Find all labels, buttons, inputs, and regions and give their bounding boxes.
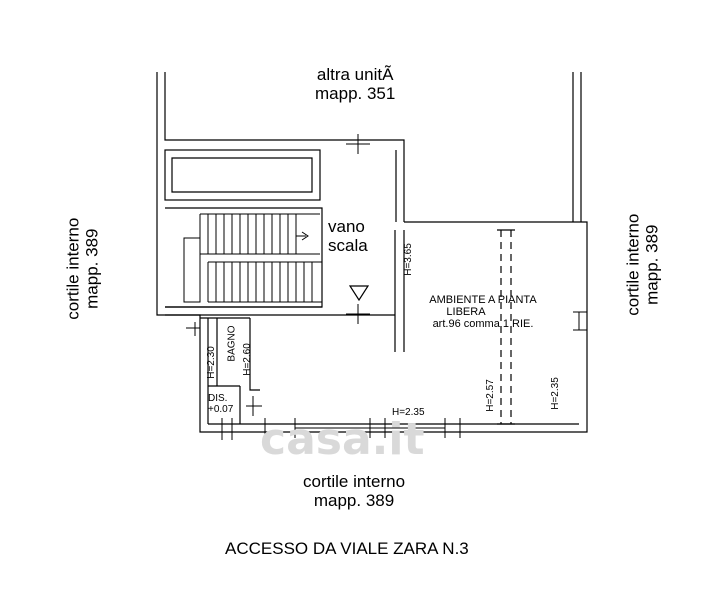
stair-wall <box>165 207 323 308</box>
right-court-line1: cortile interno <box>623 213 643 316</box>
room-line1: AMBIENTE A PIANTA <box>429 294 537 306</box>
dashed-beams <box>500 230 512 424</box>
stair-label: vano scala <box>328 217 368 255</box>
height-2-35-bottom: H=2.35 <box>392 407 425 418</box>
stair-wall-right <box>380 139 405 222</box>
bottom-court-line1: cortile interno <box>303 472 406 491</box>
bath-label: BAGNO <box>226 325 238 362</box>
openings <box>186 311 587 440</box>
top-neighbor-line2: mapp. 351 <box>315 83 396 103</box>
left-court-line1: cortile interno <box>63 217 83 320</box>
height-3-65: H=3.65 <box>402 243 414 276</box>
height-2-30: H=2.30 <box>205 346 217 379</box>
landing-arrow <box>348 285 370 302</box>
stair-line1: vano <box>328 217 365 236</box>
stair-box-top <box>164 149 321 201</box>
left-court-label: cortile interno mapp. 389 <box>63 204 101 334</box>
right-court-line2: mapp. 389 <box>642 224 661 305</box>
right-court-label: cortile interno mapp. 389 <box>623 200 661 330</box>
height-2-35-right: H=2.35 <box>549 377 561 410</box>
room-line3: art.96 comma 1 RIE. <box>432 318 534 331</box>
door-marks <box>246 134 370 416</box>
height-2-57: H=2.57 <box>484 379 496 412</box>
bottom-court-label: cortile interno mapp. 389 <box>303 472 406 510</box>
watermark: casa.it <box>260 414 425 465</box>
wall-left-inner <box>164 72 380 141</box>
room-label: AMBIENTE A PIANTA LIBERA art.96 comma 1 … <box>408 294 558 330</box>
stair-line2: scala <box>328 235 368 255</box>
left-court-line2: mapp. 389 <box>82 228 101 309</box>
stair-treads <box>183 213 322 303</box>
wall-bottom-outer <box>262 221 588 433</box>
height-2-60: H=2.60 <box>241 343 253 376</box>
stair-box-top-inner <box>171 157 313 193</box>
access-label: ACCESSO DA VIALE ZARA N.3 <box>225 539 469 558</box>
dis-line2: +0.07 <box>208 404 234 415</box>
dis-line1: DIS. <box>208 393 228 404</box>
top-neighbor-label: altra unitÃ mapp. 351 <box>315 65 396 103</box>
bath-walls <box>200 317 260 424</box>
room-line2: LIBERA <box>446 306 486 319</box>
bottom-court-line2: mapp. 389 <box>313 490 395 510</box>
top-neighbor-line1: altra unitÃ <box>316 65 394 84</box>
dis-label: DIS. +0.07 <box>208 393 233 415</box>
